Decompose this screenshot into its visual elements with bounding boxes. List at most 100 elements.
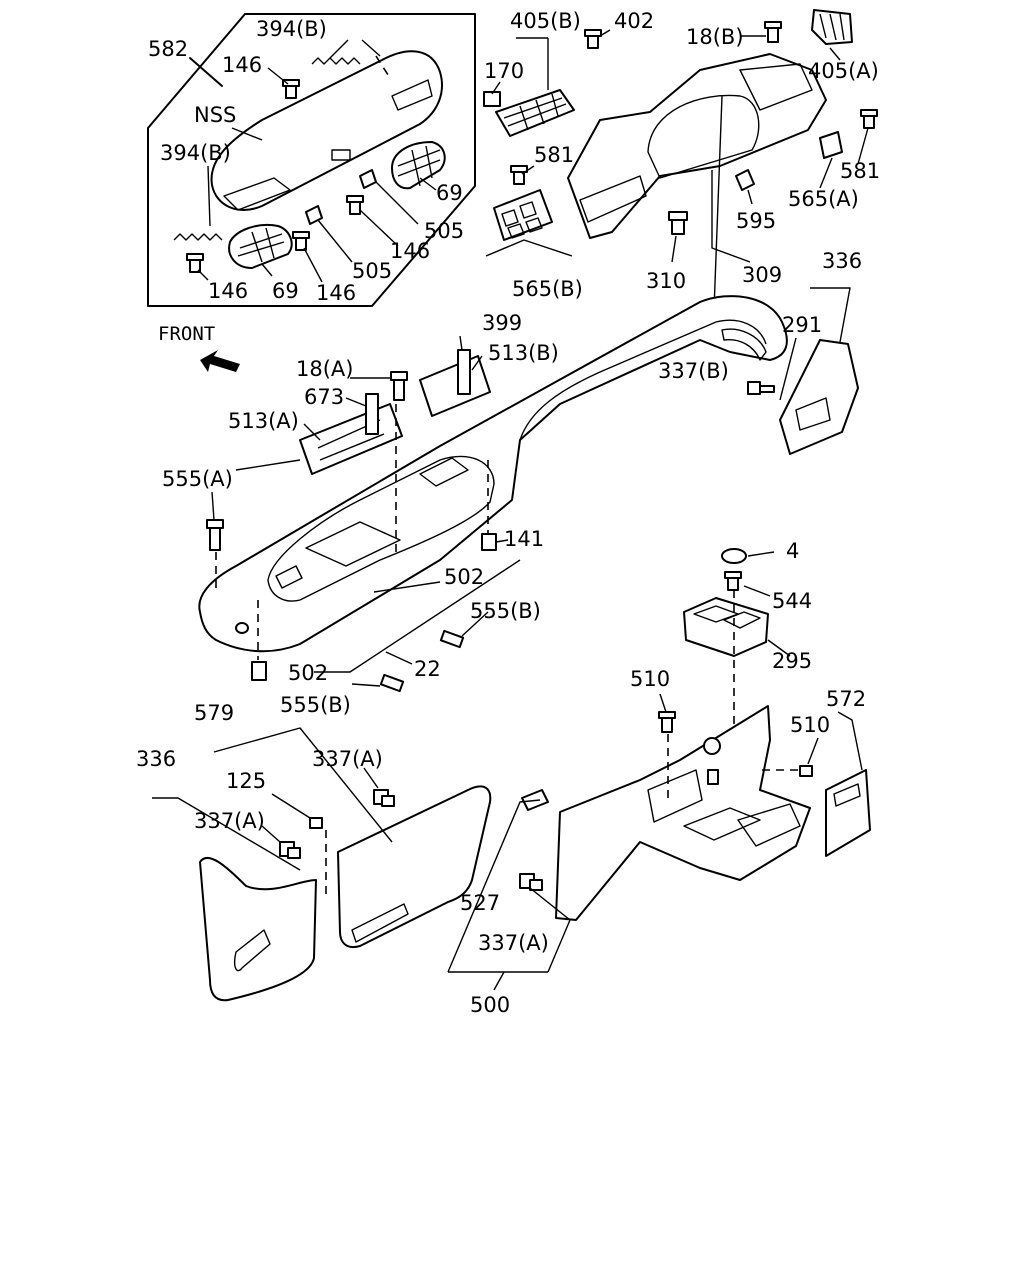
leader-337a-bottom: [529, 887, 571, 973]
connector-170: [483, 91, 501, 107]
leader-69-bottom: [261, 263, 273, 277]
leader-582: [189, 57, 223, 87]
callout-394b-top: 394(B): [256, 17, 327, 41]
leader-505-mid: [317, 219, 353, 263]
leader-555b-lower: [351, 683, 381, 687]
callout-502-lower: 502: [288, 661, 328, 685]
grille-69-right-mesh: [397, 145, 441, 187]
center-console-group: [447, 548, 871, 991]
leader-310: [671, 235, 677, 263]
callout-170: 170: [484, 59, 524, 83]
callout-595: 595: [736, 209, 776, 233]
leader-565b: [485, 239, 573, 257]
side-cover-vent: [795, 397, 831, 431]
callout-291: 291: [782, 313, 822, 337]
bracket-513a: [299, 403, 403, 475]
screw-555b-upper: [439, 629, 465, 649]
callout-510-left: 510: [630, 667, 670, 691]
side-cover-336-left-handle: [233, 929, 271, 972]
callout-nss: NSS: [194, 103, 236, 127]
front-indicator: FRONT: [158, 323, 240, 372]
strap-673: [365, 393, 379, 435]
vent-405a: [811, 9, 853, 45]
switch-565a: [819, 131, 843, 159]
leader-337a-left: [261, 825, 281, 843]
leader-309-drop: [713, 95, 723, 311]
leader-402: [599, 29, 611, 37]
console-pockets: [683, 803, 801, 847]
leader-581-left: [521, 165, 535, 175]
meter-hood-assembly: [483, 9, 878, 311]
callout-394b-left: 394(B): [160, 141, 231, 165]
callout-555a: 555(A): [162, 467, 233, 491]
screw-581-left: [510, 165, 528, 185]
callout-572: 572: [826, 687, 866, 711]
lid-lamp-lens-left: [223, 177, 291, 211]
lid-lamp-lens-right: [391, 79, 433, 111]
callout-565a: 565(A): [788, 187, 859, 211]
callout-18a: 18(A): [296, 357, 353, 381]
callout-labels: 582 394(B) 146 NSS 394(B) 69 505 146 505…: [136, 9, 880, 1017]
center-recess: [305, 521, 401, 567]
callout-146-mid: 146: [390, 239, 430, 263]
lower-left-panels: [152, 727, 492, 1002]
front-label: FRONT: [158, 323, 215, 345]
leader-4: [747, 551, 775, 557]
dashboard-main-body: [198, 295, 788, 653]
clip-125: [309, 817, 323, 829]
callout-336-bottom: 336: [136, 747, 176, 771]
callout-337b: 337(B): [658, 359, 729, 383]
vent-opening: [419, 457, 469, 487]
console-display-opening: [647, 769, 703, 823]
callout-295: 295: [772, 649, 812, 673]
lid-dash: [375, 55, 391, 79]
callout-581-right: 581: [840, 159, 880, 183]
callout-69-bottom: 69: [272, 279, 299, 303]
clip-337a-top: [373, 789, 395, 807]
leader-510-left: [659, 693, 667, 713]
screw-581-right: [860, 109, 878, 129]
callout-544: 544: [772, 589, 812, 613]
side-cover-336-left: [199, 856, 317, 1002]
upper-cover-part: [210, 50, 443, 211]
hood-vent-left: [579, 175, 647, 223]
screw-146-bm: [292, 231, 310, 251]
screw-146-top: [282, 79, 300, 99]
callout-673: 673: [304, 385, 344, 409]
callout-310: 310: [646, 269, 686, 293]
leader-295: [767, 639, 791, 657]
leader-513a-2: [235, 459, 301, 471]
leader-502-upper: [373, 581, 441, 593]
screw-510-left: [658, 711, 676, 733]
arch-trim: [721, 328, 767, 361]
screw-18a: [390, 371, 408, 401]
callout-555b-upper: 555(B): [470, 599, 541, 623]
lower-cover-579: [337, 785, 492, 948]
cap-4: [721, 548, 747, 564]
grille-69-left: [228, 224, 293, 269]
leader-146-mid: [359, 209, 399, 247]
callout-146-bl: 146: [208, 279, 248, 303]
leader-309: [711, 170, 751, 263]
screw-555a: [206, 519, 224, 551]
leader-527: [447, 799, 541, 973]
screw-402: [584, 29, 602, 49]
front-arrow-icon: [200, 350, 240, 372]
clip-394b-top: [311, 57, 361, 65]
leader-513b: [471, 355, 483, 371]
grille-69-left-mesh: [237, 227, 285, 263]
meter-cluster-opening: [647, 94, 760, 179]
callout-146-bm: 146: [316, 281, 356, 305]
leader-500: [493, 971, 505, 991]
callout-500: 500: [470, 993, 510, 1017]
bracket-513b: [419, 355, 491, 417]
leader-69-right: [419, 177, 437, 191]
leader-673: [345, 397, 367, 407]
inset-582-group: [147, 13, 476, 307]
panel-hole: [235, 622, 249, 634]
meter-hood-frame: [567, 53, 827, 239]
switch-panel-565b-buttons: [501, 201, 543, 239]
leader-555b-upper: [461, 611, 489, 637]
